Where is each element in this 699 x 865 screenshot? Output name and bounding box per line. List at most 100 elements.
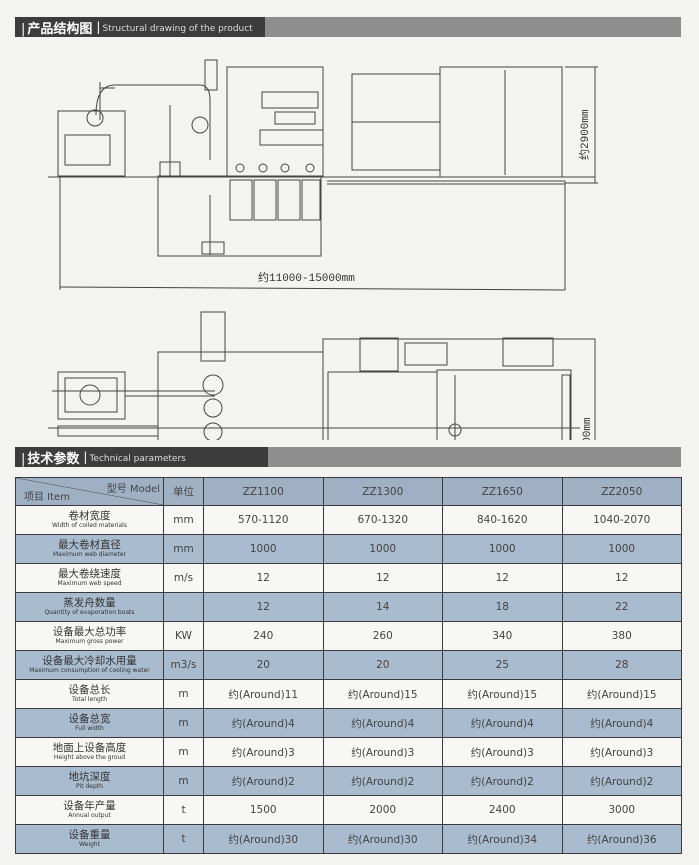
value-cell: 20 bbox=[322, 650, 443, 680]
item-label: 项目 Item bbox=[24, 492, 70, 503]
value-cell: 约(Around)3 bbox=[322, 737, 443, 767]
unit-cell: KW bbox=[163, 621, 204, 651]
value-cell: 1040-2070 bbox=[561, 505, 682, 535]
value-cell: 22 bbox=[561, 592, 682, 622]
item-name-en: Height above the groud bbox=[53, 754, 126, 761]
value-cell: 约(Around)11 bbox=[203, 679, 324, 709]
value-cell: 28 bbox=[561, 650, 682, 680]
value-cell: 约(Around)2 bbox=[203, 766, 324, 796]
value-cell: 约(Around)4 bbox=[203, 708, 324, 738]
model-header: ZZ2050 bbox=[561, 477, 682, 506]
value-cell: 约(Around)2 bbox=[442, 766, 563, 796]
item-name-en: Maximum consumption of cooling water bbox=[29, 667, 150, 674]
value-cell: 670-1320 bbox=[322, 505, 443, 535]
value-cell: 20 bbox=[203, 650, 324, 680]
item-name-en: Width of coiled materials bbox=[52, 522, 127, 529]
side-view: 约11000-15000mm 约2900mm bbox=[48, 59, 598, 291]
value-cell: 约(Around)2 bbox=[561, 766, 682, 796]
value-cell: 约(Around)36 bbox=[561, 824, 682, 854]
value-cell: 260 bbox=[322, 621, 443, 651]
value-cell: 12 bbox=[203, 592, 324, 622]
value-cell: 约(Around)3 bbox=[442, 737, 563, 767]
unit-cell: m bbox=[163, 679, 204, 709]
value-cell: 约(Around)4 bbox=[561, 708, 682, 738]
item-name-en: Maximum web diameter bbox=[53, 551, 126, 558]
item-name-en: Pit depth bbox=[76, 783, 103, 790]
section-title-en: Structural drawing of the product bbox=[96, 20, 252, 34]
item-name-cn: 地面上设备高度 bbox=[52, 742, 127, 754]
item-name-cn: 设备总宽 bbox=[68, 713, 111, 725]
value-cell: 2000 bbox=[322, 795, 443, 825]
unit-cell: mm bbox=[163, 534, 204, 564]
unit-cell: m/s bbox=[163, 563, 204, 593]
value-cell: 12 bbox=[442, 563, 563, 593]
value-cell: 1000 bbox=[442, 534, 563, 564]
model-header: ZZ1300 bbox=[322, 477, 443, 506]
item-name-cn: 设备重量 bbox=[68, 829, 111, 841]
model-label: 型号 Model bbox=[106, 484, 160, 495]
value-cell: 18 bbox=[442, 592, 563, 622]
value-cell: 340 bbox=[442, 621, 563, 651]
section-header-label: 技术参数 Technical parameters bbox=[15, 447, 268, 467]
unit-cell: m3/s bbox=[163, 650, 204, 680]
structural-drawing: 约11000-15000mm 约2900mm 约4000mm bbox=[48, 59, 598, 440]
model-header: ZZ1650 bbox=[442, 477, 563, 506]
item-name-cn: 最大卷材直径 bbox=[58, 539, 121, 551]
model-header: ZZ1100 bbox=[203, 477, 324, 506]
value-cell: 1500 bbox=[203, 795, 324, 825]
length-dimension: 约11000-15000mm bbox=[258, 271, 355, 285]
unit-header: 单位 bbox=[163, 477, 204, 506]
item-name-en: Maximum web speed bbox=[57, 580, 122, 587]
value-cell: 570-1120 bbox=[203, 505, 324, 535]
value-cell: 1000 bbox=[322, 534, 443, 564]
value-cell: 约(Around)30 bbox=[203, 824, 324, 854]
value-cell: 14 bbox=[322, 592, 443, 622]
value-cell: 约(Around)4 bbox=[442, 708, 563, 738]
value-cell: 约(Around)4 bbox=[322, 708, 443, 738]
value-cell: 约(Around)34 bbox=[442, 824, 563, 854]
table-header-row: 型号 Model 项目 Item 单位 ZZ1100 ZZ1300 ZZ1650… bbox=[15, 477, 682, 506]
section-title-cn: 技术参数 bbox=[21, 448, 79, 467]
section-title-en: Technical parameters bbox=[83, 450, 185, 464]
value-cell: 12 bbox=[561, 563, 682, 593]
value-cell: 约(Around)15 bbox=[442, 679, 563, 709]
unit-cell: m bbox=[163, 766, 204, 796]
value-cell: 12 bbox=[322, 563, 443, 593]
value-cell: 1000 bbox=[203, 534, 324, 564]
item-name-en: Full width bbox=[75, 725, 104, 732]
item-name-cn: 地坑深度 bbox=[68, 771, 111, 783]
technical-parameters-table: 型号 Model 项目 Item 单位 ZZ1100 ZZ1300 ZZ1650… bbox=[15, 477, 682, 854]
value-cell: 约(Around)3 bbox=[203, 737, 324, 767]
section-header-technical-parameters: 技术参数 Technical parameters bbox=[15, 447, 681, 467]
unit-cell: t bbox=[163, 795, 204, 825]
item-name-cn: 蒸发舟数量 bbox=[63, 597, 116, 609]
height-dimension: 约2900mm bbox=[578, 109, 592, 160]
item-name-en: Weight bbox=[79, 841, 100, 848]
item-name-cn: 设备最大冷却水用量 bbox=[42, 655, 137, 667]
section-header-label: 产品结构图 Structural drawing of the product bbox=[15, 17, 265, 37]
section-header-structural-drawing: 产品结构图 Structural drawing of the product bbox=[15, 17, 681, 37]
item-name-cn: 卷材宽度 bbox=[68, 510, 111, 522]
item-name-en: Quantity of evaporation boats bbox=[44, 609, 135, 616]
item-name-cn: 设备总长 bbox=[68, 684, 111, 696]
unit-cell: mm bbox=[163, 505, 204, 535]
value-cell: 约(Around)2 bbox=[322, 766, 443, 796]
value-cell: 约(Around)15 bbox=[561, 679, 682, 709]
item-name-en: Total length bbox=[71, 696, 108, 703]
